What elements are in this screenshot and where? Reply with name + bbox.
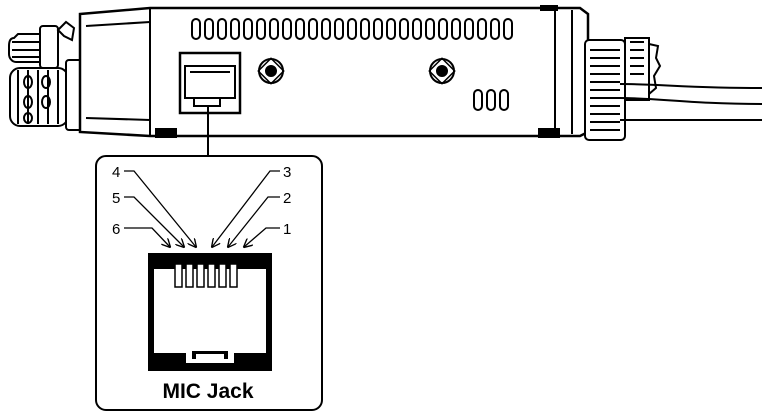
power-cord-connector (584, 37, 762, 141)
pin-label-1: 1 (283, 221, 291, 238)
mounting-screw-right (428, 57, 456, 85)
jack-pin-1 (229, 263, 238, 288)
pin-arrow-6 (124, 227, 170, 247)
jack-pin-5 (185, 263, 194, 288)
pin-label-2: 2 (283, 190, 291, 207)
pin-arrow-1 (244, 227, 280, 247)
left-knobs (8, 20, 83, 131)
pin-arrow-4 (124, 170, 196, 247)
mic-jack-title: MIC Jack (162, 380, 253, 403)
jack-pin-6 (174, 263, 183, 288)
vent-slots-top (191, 18, 513, 40)
mic-jack-enlarged (148, 253, 272, 371)
pin-label-4: 4 (112, 164, 120, 181)
jack-pin-3 (207, 263, 216, 288)
pin-label-6: 6 (112, 221, 120, 238)
radio-side-view (8, 5, 762, 141)
pin-arrow-5 (124, 196, 184, 247)
mic-jack-socket (178, 51, 242, 115)
jack-pin-2 (218, 263, 227, 288)
jack-pins (174, 263, 238, 288)
jack-pin-4 (196, 263, 205, 288)
pin-label-3: 3 (283, 164, 291, 181)
callout-box: 4 5 6 3 2 1 (95, 155, 323, 411)
pin-arrow-3 (212, 170, 280, 247)
vent-slots-lower (473, 89, 509, 111)
mounting-screw-left (257, 57, 285, 85)
pin-arrow-2 (228, 196, 280, 247)
pin-label-5: 5 (112, 190, 120, 207)
